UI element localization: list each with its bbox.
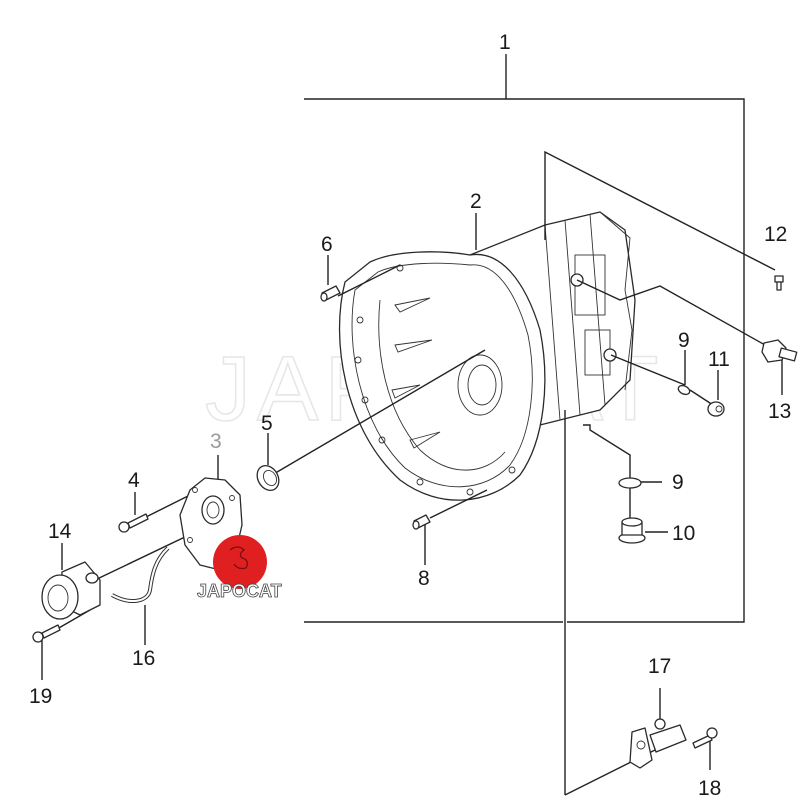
bolt-18[interactable] — [692, 727, 718, 749]
switch-13[interactable] — [761, 339, 798, 363]
callout-9b[interactable]: 9 — [672, 471, 684, 494]
release-cylinder-14[interactable] — [41, 561, 101, 620]
callout-12[interactable]: 12 — [764, 223, 787, 246]
o-ring-9a[interactable] — [677, 384, 691, 396]
bolt-19[interactable] — [32, 624, 61, 643]
plug-11[interactable] — [707, 401, 725, 417]
callout-5[interactable]: 5 — [261, 412, 273, 435]
callout-2[interactable]: 2 — [470, 190, 482, 213]
callout-10[interactable]: 10 — [672, 522, 695, 545]
callout-19[interactable]: 19 — [29, 685, 52, 708]
logo-red-circle — [213, 535, 267, 589]
cylinder-body[interactable] — [629, 724, 687, 769]
o-ring-9b[interactable] — [618, 477, 642, 489]
callout-9a[interactable]: 9 — [678, 329, 690, 352]
callout-8[interactable]: 8 — [418, 567, 430, 590]
callout-labels: 1 2 3 4 5 6 8 9 9 10 11 12 13 14 16 17 1… — [29, 31, 791, 800]
callout-11[interactable]: 11 — [708, 348, 730, 371]
callout-13[interactable]: 13 — [768, 400, 791, 423]
callout-3[interactable]: 3 — [210, 430, 222, 453]
bolt-4[interactable] — [118, 513, 149, 533]
bleeder-screw-17[interactable] — [654, 718, 666, 730]
breather-12[interactable] — [774, 275, 784, 291]
logo-text: JAPOCAT — [197, 581, 282, 601]
clutch-housing[interactable] — [338, 211, 636, 501]
assembly-box — [304, 54, 745, 623]
callout-16[interactable]: 16 — [132, 647, 155, 670]
callout-6[interactable]: 6 — [321, 233, 333, 256]
callout-18[interactable]: 18 — [698, 777, 721, 800]
callout-4[interactable]: 4 — [128, 469, 140, 492]
oil-seal-5[interactable] — [253, 462, 283, 495]
callout-17[interactable]: 17 — [648, 655, 671, 678]
clutch-pipe-16[interactable] — [111, 546, 170, 603]
dowel-pin-6[interactable] — [320, 285, 341, 302]
dowel-pin-8[interactable] — [412, 514, 431, 530]
japocat-logo: JAPOCAT — [197, 535, 282, 601]
drain-plug-10[interactable] — [618, 517, 646, 544]
callout-1[interactable]: 1 — [499, 31, 511, 54]
callout-14[interactable]: 14 — [48, 520, 72, 543]
